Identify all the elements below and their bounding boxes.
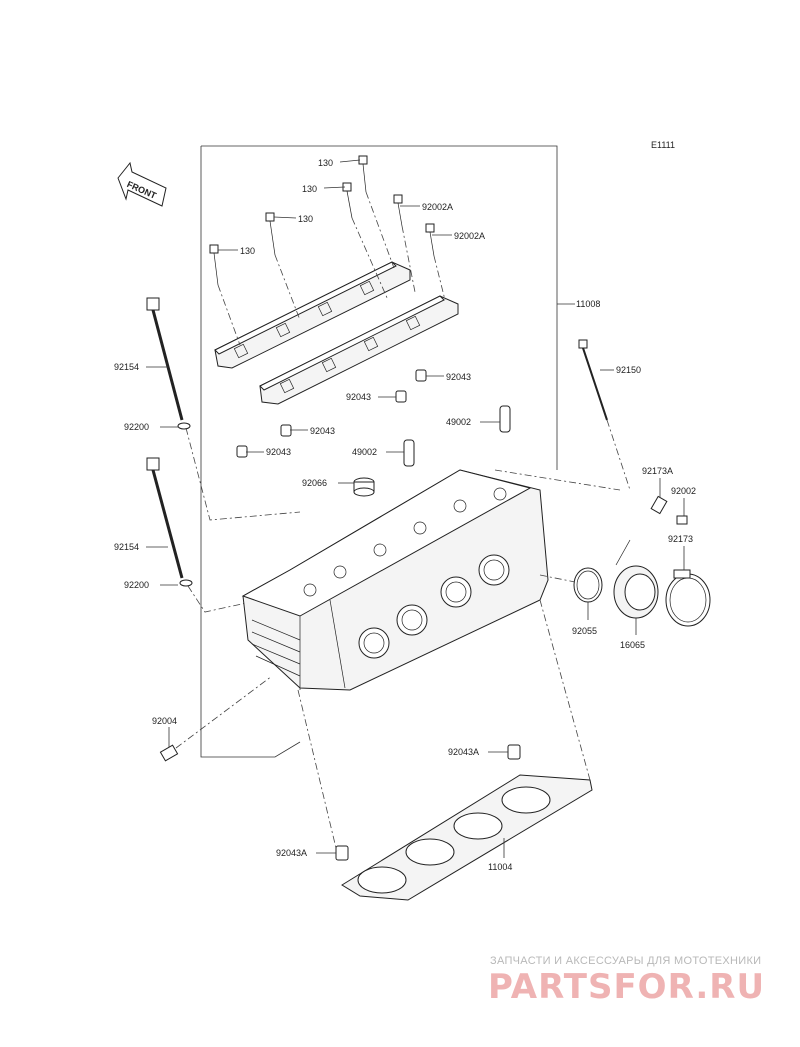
label-92066: 92066 <box>302 478 327 488</box>
label-92200-a: 92200 <box>124 422 149 432</box>
label-130-d: 130 <box>240 246 255 256</box>
camshaft-cap-upper <box>214 261 411 369</box>
label-92043-d: 92043 <box>266 447 291 457</box>
label-92043-c: 92043 <box>310 426 335 436</box>
long-bolt-guides <box>185 427 301 613</box>
assembly-frame <box>200 145 575 758</box>
label-92150: 92150 <box>616 365 641 375</box>
label-49002-b: 49002 <box>352 447 377 457</box>
seal-92066 <box>353 477 375 497</box>
label-92043-a: 92043 <box>446 372 471 382</box>
leader-lines <box>146 159 685 858</box>
head-gasket-11004 <box>341 774 593 901</box>
label-11004: 11004 <box>488 862 512 872</box>
watermark-tagline: ЗАПЧАСТИ И АКСЕССУАРЫ ДЛЯ МОТОТЕХНИКИ <box>490 955 761 967</box>
label-130-c: 130 <box>298 214 313 224</box>
label-92002A-b: 92002A <box>454 231 485 241</box>
bolt-guide-lines <box>217 191 446 346</box>
label-92043A-b: 92043A <box>276 848 307 858</box>
label-49002-a: 49002 <box>446 417 471 427</box>
bolt-130-icons <box>209 155 435 286</box>
part-labels: E1111 11008 130 130 130 130 92002A 92002… <box>114 140 696 872</box>
label-130-a: 130 <box>318 158 333 168</box>
label-130-b: 130 <box>302 184 317 194</box>
label-92200-b: 92200 <box>124 580 149 590</box>
bolt-92150 <box>578 339 631 491</box>
long-bolt-92154-upper <box>146 297 191 430</box>
label-16065: 16065 <box>620 640 645 650</box>
diagram-code: E1111 <box>651 140 675 150</box>
front-arrow-icon: FRONT <box>117 161 167 207</box>
o-ring-92055 <box>573 567 603 603</box>
long-bolt-92154-lower <box>146 457 193 587</box>
label-11008: 11008 <box>576 299 600 309</box>
label-92043A-a: 92043A <box>448 747 479 757</box>
label-92002A-a: 92002A <box>422 202 453 212</box>
bolt-92004 <box>159 675 273 762</box>
gasket-guide-lines <box>297 599 591 849</box>
watermark: ЗАПЧАСТИ И АКСЕССУАРЫ ДЛЯ МОТОТЕХНИКИ PA… <box>488 955 765 1007</box>
clip-92173A <box>650 495 688 525</box>
label-92154-a: 92154 <box>114 362 139 372</box>
cylinder-head-body <box>241 469 549 691</box>
watermark-brand: PARTSFOR.RU <box>488 967 765 1007</box>
plug-49002 <box>403 405 511 467</box>
label-92043-b: 92043 <box>346 392 371 402</box>
clamp-92173 <box>665 569 711 627</box>
label-92004: 92004 <box>152 716 177 726</box>
label-92173: 92173 <box>668 534 693 544</box>
label-92154-b: 92154 <box>114 542 139 552</box>
label-92055: 92055 <box>572 626 597 636</box>
holder-16065 <box>613 539 659 619</box>
label-92173A: 92173A <box>642 466 673 476</box>
right-guide-lines <box>494 469 621 583</box>
dowel-pins-92043 <box>236 369 427 458</box>
camshaft-cap-lower <box>259 295 459 405</box>
label-92002: 92002 <box>671 486 696 496</box>
